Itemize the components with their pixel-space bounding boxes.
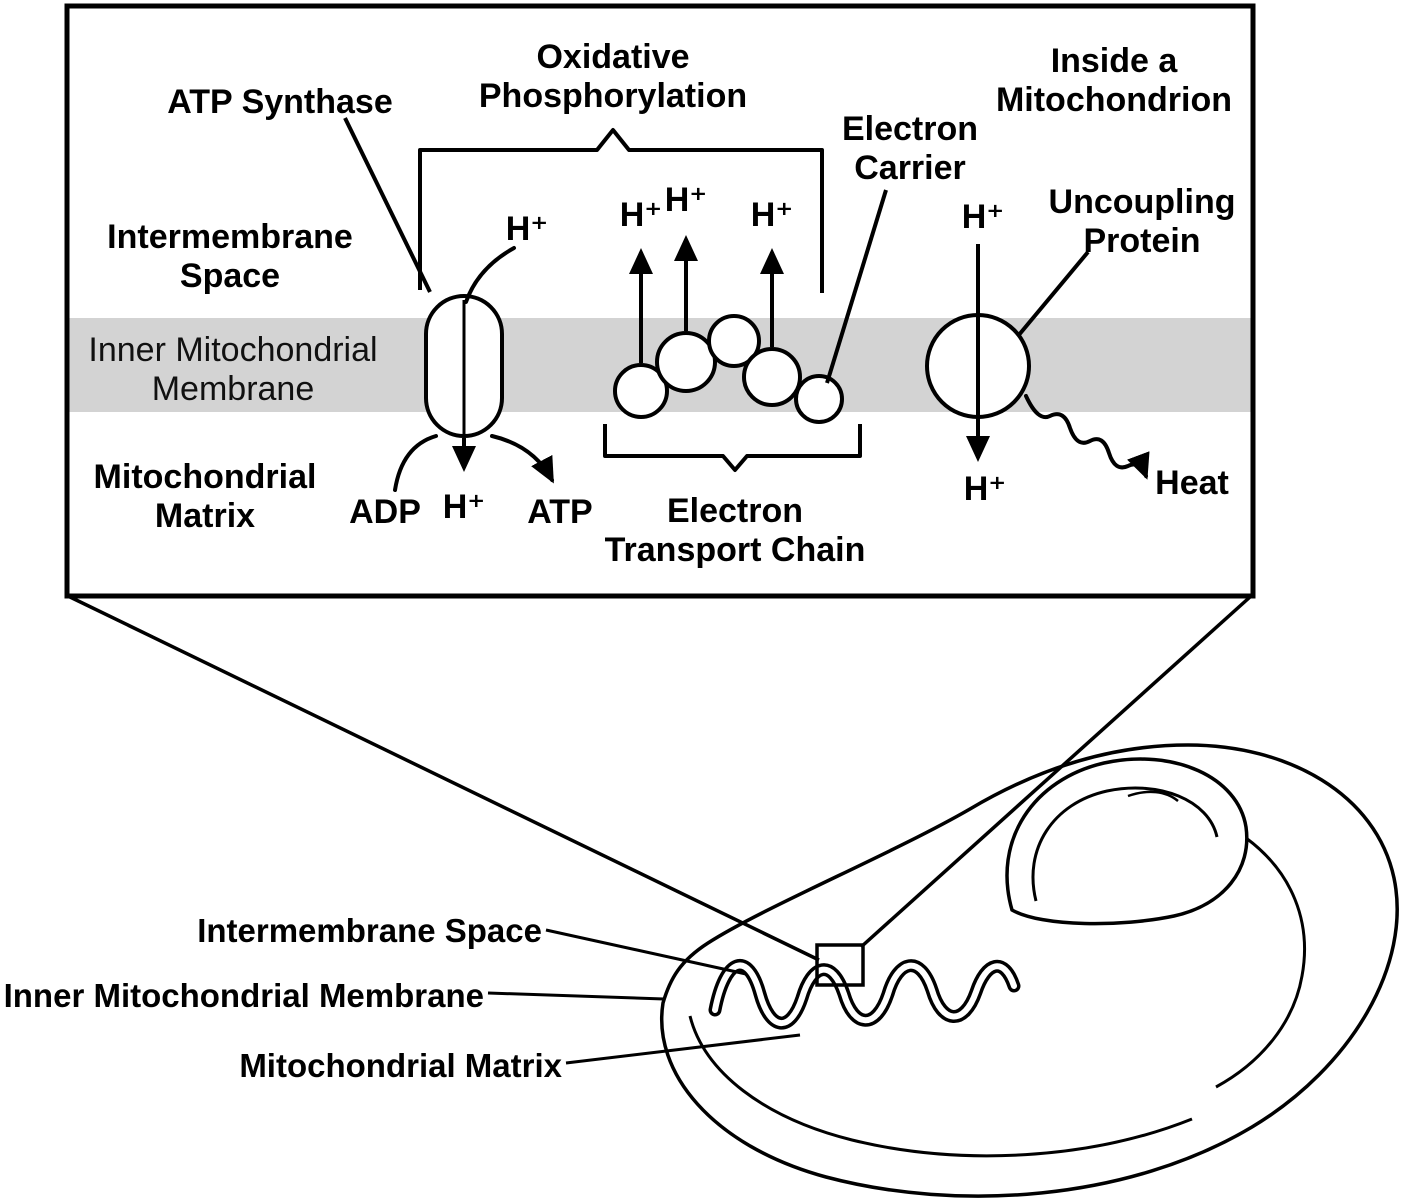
zoom-region-square: [815, 943, 865, 987]
mitochondrion-dome-inner-line: [1031, 786, 1219, 902]
mitochondrion-right-fold: [1215, 836, 1306, 1089]
etc-circle-4: [742, 347, 802, 407]
intermembrane-space-pointer-line: [545, 928, 747, 976]
adp-curve: [393, 434, 438, 492]
atp-label: ATP: [527, 493, 593, 531]
h-plus-label-synthase-bottom: H⁺: [442, 488, 486, 526]
matrix-pointer-line: [565, 1033, 801, 1065]
etc-circle-5: [794, 374, 844, 424]
oxidative-phosphorylation-label: Oxidative Phosphorylation: [478, 38, 748, 116]
uncoupling-protein-label: Uncoupling Protein: [1048, 183, 1236, 261]
zoom-line-left: [69, 595, 820, 962]
adp-label: ADP: [349, 493, 421, 531]
h-plus-label-etc-3: H⁺: [750, 196, 794, 234]
uncoupling-protein-pointer-line: [1016, 250, 1090, 338]
etc-circle-2: [655, 331, 717, 393]
inner-mitochondrial-membrane-label: Inner Mitochondrial Membrane: [88, 331, 378, 409]
heat-squiggle-arrow: [1024, 394, 1150, 480]
electron-transport-chain-bracket: [603, 424, 862, 472]
cristae-ribbon-inner: [712, 962, 1017, 1026]
etc-circle-3: [707, 314, 761, 368]
mito-intermembrane-space-label: Intermembrane Space: [197, 912, 542, 949]
inner-membrane-pointer-line: [487, 991, 665, 1001]
atp-curve-arrow: [490, 434, 554, 484]
h-plus-label-synthase-top: H⁺: [505, 210, 549, 248]
inside-a-mitochondrion-label: Inside a Mitochondrion: [995, 42, 1233, 120]
electron-transport-chain-label: Electron Transport Chain: [604, 492, 866, 570]
inset-box: [64, 3, 1256, 599]
h-plus-label-uncoupling-bottom: H⁺: [963, 470, 1007, 508]
zoom-line-right: [859, 595, 1252, 949]
electron-carrier-label: Electron Carrier: [841, 110, 979, 188]
etc-circle-1: [613, 363, 669, 419]
h-plus-label-uncoupling-top: H⁺: [961, 198, 1005, 236]
electron-carrier-pointer-line: [825, 189, 888, 384]
atp-synthase-label: ATP Synthase: [167, 83, 393, 121]
intermembrane-space-label: Intermembrane Space: [107, 218, 353, 296]
h-plus-label-etc-1: H⁺: [619, 196, 663, 234]
mito-matrix-label: Mitochondrial Matrix: [239, 1047, 562, 1084]
mitochondrion-dome-detail: [1127, 790, 1179, 802]
atp-synthase-pointer-line: [343, 117, 432, 293]
h-plus-entry-curve: [464, 246, 516, 304]
mito-inner-membrane-label: Inner Mitochondrial Membrane: [3, 977, 484, 1014]
oxidative-phosphorylation-brace: [418, 128, 824, 293]
h-plus-label-etc-2: H⁺: [664, 181, 708, 219]
mitochondrial-matrix-label: Mitochondrial Matrix: [93, 458, 317, 536]
mitochondrion-inner-contour: [688, 1015, 1193, 1158]
heat-label: Heat: [1155, 464, 1229, 502]
